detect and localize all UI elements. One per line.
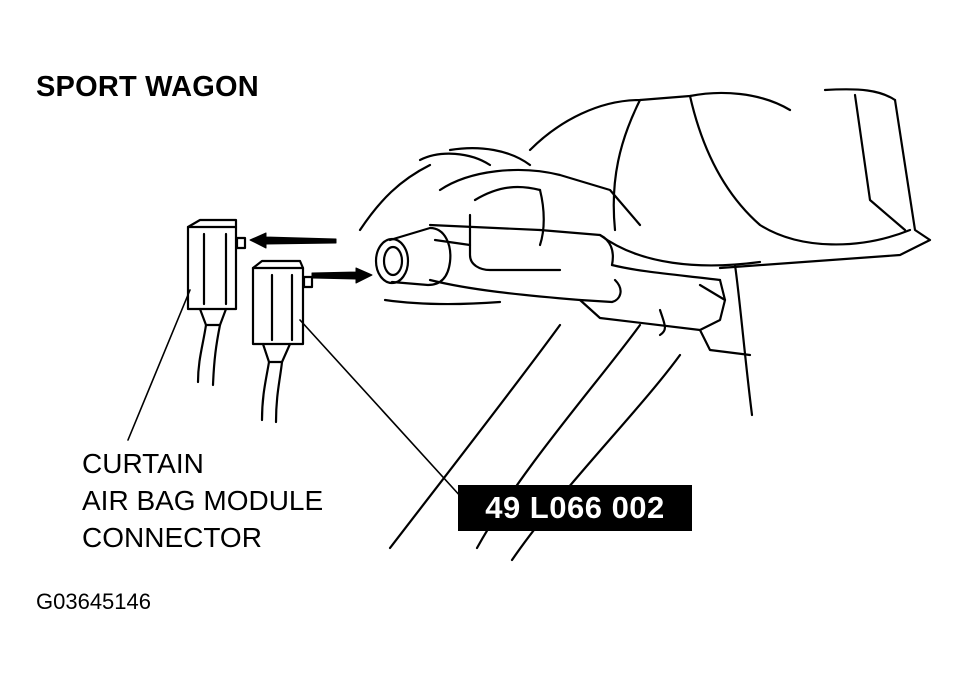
curtain-airbag-connector-upper <box>186 218 247 387</box>
leader-line-part-number <box>299 319 463 499</box>
diagram-title: SPORT WAGON <box>36 71 259 103</box>
insertion-arrows <box>249 232 373 284</box>
connector-callout-label: CURTAIN AIR BAG MODULE CONNECTOR <box>82 445 323 556</box>
arrow-upper <box>249 232 337 249</box>
vehicle-side-connector <box>374 226 452 287</box>
leader-line-callout <box>127 289 191 441</box>
figure-id: G03645146 <box>36 589 151 614</box>
vehicle-body-structure <box>358 88 932 562</box>
part-number-badge: 49 L066 002 <box>458 485 692 531</box>
leader-lines <box>127 289 463 499</box>
arrow-lower <box>311 267 373 284</box>
callout-line-3: CONNECTOR <box>82 522 262 553</box>
callout-line-1: CURTAIN <box>82 448 204 479</box>
curtain-airbag-connector-lower <box>251 259 314 424</box>
callout-line-2: AIR BAG MODULE <box>82 485 324 516</box>
